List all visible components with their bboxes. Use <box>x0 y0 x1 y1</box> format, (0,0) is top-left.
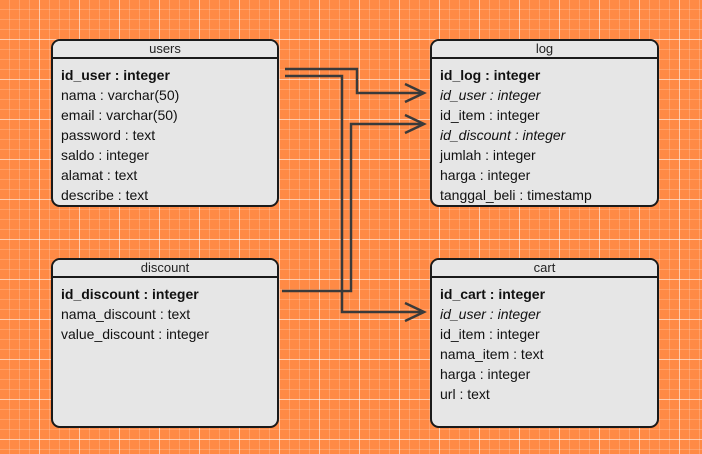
entity-users[interactable]: users id_user : integer nama : varchar(5… <box>51 39 279 207</box>
entity-log-title: log <box>432 41 657 59</box>
arrowhead-log-id-user <box>404 82 427 104</box>
field-id-user-fk: id_user : integer <box>440 306 541 322</box>
connector-users-to-log <box>285 67 422 95</box>
field-url: url : text <box>440 386 490 402</box>
entity-discount-title: discount <box>53 260 277 278</box>
entity-discount-fields: id_discount : integer nama_discount : te… <box>53 278 277 344</box>
entity-log-fields: id_log : integer id_user : integer id_it… <box>432 59 657 205</box>
entity-cart-fields: id_cart : integer id_user : integer id_i… <box>432 278 657 404</box>
field-password: password : text <box>61 127 156 143</box>
field-id-discount-fk: id_discount : integer <box>440 127 566 143</box>
field-harga: harga : integer <box>440 167 531 183</box>
field-describe: describe : text <box>61 187 149 203</box>
field-id-item: id_item : integer <box>440 107 540 123</box>
field-id-cart-pk: id_cart : integer <box>440 286 546 302</box>
field-id-log-pk: id_log : integer <box>440 67 541 83</box>
arrowhead-log-id-discount <box>404 113 427 135</box>
field-tanggal-beli: tanggal_beli : timestamp <box>440 187 592 203</box>
field-saldo: saldo : integer <box>61 147 149 163</box>
field-email: email : varchar(50) <box>61 107 178 123</box>
entity-users-fields: id_user : integer nama : varchar(50) ema… <box>53 59 277 205</box>
field-jumlah: jumlah : integer <box>440 147 536 163</box>
field-id-discount-pk: id_discount : integer <box>61 286 199 302</box>
field-alamat: alamat : text <box>61 167 138 183</box>
field-value-discount: value_discount : integer <box>61 326 209 342</box>
entity-users-title: users <box>53 41 277 59</box>
field-nama: nama : varchar(50) <box>61 87 180 103</box>
field-id-user-pk: id_user : integer <box>61 67 170 83</box>
entity-cart[interactable]: cart id_cart : integer id_user : integer… <box>430 258 659 428</box>
field-nama-discount: nama_discount : text <box>61 306 191 322</box>
entity-log[interactable]: log id_log : integer id_user : integer i… <box>430 39 659 207</box>
field-id-user-fk: id_user : integer <box>440 87 541 103</box>
connector-users-to-cart <box>285 74 422 314</box>
entity-discount[interactable]: discount id_discount : integer nama_disc… <box>51 258 279 428</box>
field-id-item: id_item : integer <box>440 326 540 342</box>
field-harga: harga : integer <box>440 366 531 382</box>
connector-discount-to-log <box>282 122 422 293</box>
arrowhead-cart-id-user <box>404 301 427 323</box>
entity-cart-title: cart <box>432 260 657 278</box>
field-nama-item: nama_item : text <box>440 346 544 362</box>
